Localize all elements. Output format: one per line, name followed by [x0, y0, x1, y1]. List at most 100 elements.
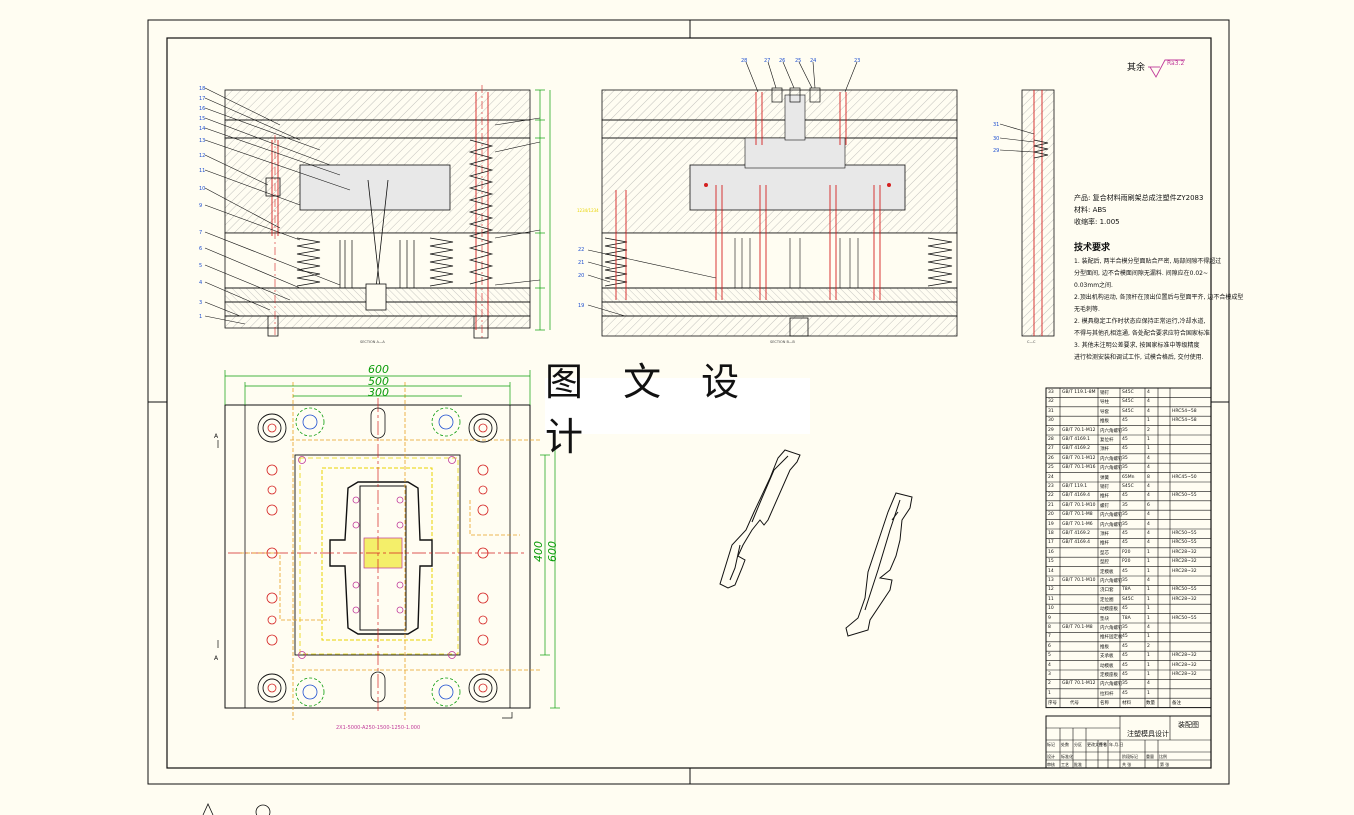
bom-header-cell: 备注	[1172, 701, 1181, 707]
bom-cell-qty: 1	[1147, 596, 1150, 602]
bom-cell-name: 定位圈	[1100, 597, 1114, 603]
title-block-label: 年.月.日	[1109, 742, 1124, 747]
bom-cell-name: 浇口套	[1100, 588, 1114, 594]
bom-cell-code: GB/T 70.1-M10	[1062, 502, 1096, 508]
bom-cell-no: 14	[1048, 568, 1054, 574]
bom-cell-qty: 1	[1147, 662, 1150, 668]
bom-cell-name: 导套	[1100, 409, 1109, 415]
bom-cell-code: GB/T 119.1-8M	[1062, 390, 1096, 395]
bom-header-cell: 数量	[1146, 701, 1155, 707]
bom-cell-no: 25	[1048, 465, 1054, 471]
bom-cell-qty: 4	[1147, 465, 1150, 471]
svg-text:21: 21	[578, 260, 584, 266]
bom-cell-name: 顶杆	[1100, 447, 1109, 453]
bom-cell-name: 导柱	[1100, 400, 1109, 406]
bom-cell-no: 10	[1048, 606, 1054, 612]
title-block-label: 阶段标记	[1122, 754, 1138, 759]
bom-cell-code: GB/T 70.1-M8	[1062, 625, 1093, 630]
bom-cell-name: 定模板	[1100, 569, 1114, 575]
bom-cell-qty: 6	[1147, 502, 1150, 508]
tech-note: 无毛刺等.	[1074, 306, 1100, 313]
bom-cell-material: 65Mn	[1122, 474, 1135, 480]
bom-cell-qty: 1	[1147, 549, 1150, 555]
bom-cell-code: GB/T 4169.4	[1062, 493, 1091, 499]
material-line: 材料: ABS	[1074, 206, 1107, 214]
bom-cell-material: 35	[1122, 455, 1128, 461]
svg-text:A: A	[214, 655, 219, 662]
bom-cell-no: 15	[1048, 559, 1054, 565]
bom-cell-qty: 4	[1147, 390, 1150, 395]
tech-note: 不得与其他孔相连通, 各处配合要求应符合国家标准.	[1074, 330, 1212, 337]
bom-cell-qty: 1	[1147, 672, 1150, 677]
bom-cell-material: 45	[1122, 437, 1128, 442]
bom-cell-material: S45C	[1122, 408, 1134, 414]
bom-cell-material: T8A	[1122, 587, 1131, 593]
tech-note: 进行检测安装和调试工作, 试模合格后, 交付使用.	[1074, 354, 1204, 361]
tech-note: 3. 其他未注明公差要求, 按国家标准中等级精度	[1074, 342, 1200, 349]
svg-text:20: 20	[578, 273, 584, 279]
bom-cell-material: S45C	[1122, 399, 1134, 405]
svg-text:SECTION B—B: SECTION B—B	[770, 340, 795, 344]
bom-cell-material: 45	[1122, 690, 1128, 696]
bom-cell-name: 支承板	[1100, 654, 1114, 660]
bom-cell-name: 推板	[1100, 644, 1109, 650]
dim-400: 400	[532, 541, 545, 562]
bom-cell-no: 18	[1048, 531, 1054, 536]
title-block-label: 更改文件号	[1087, 742, 1107, 747]
bom-cell-material: 45	[1122, 653, 1128, 659]
svg-text:4: 4	[199, 280, 202, 286]
bom-cell-name: 内六角螺钉	[1100, 522, 1123, 528]
bom-cell-name: 动模座板	[1100, 607, 1118, 613]
bom-cell-no: 12	[1048, 587, 1054, 593]
title-block-label: 标准化	[1061, 754, 1073, 759]
bom-cell-name: 推板	[1100, 419, 1109, 425]
bom-cell-remark: HRC28~32	[1172, 559, 1197, 565]
bom-cell-qty: 4	[1147, 531, 1150, 536]
svg-text:11: 11	[199, 168, 205, 174]
bom-cell-no: 21	[1048, 502, 1054, 508]
title-block-label: 共 张	[1122, 762, 1132, 767]
dim-300: 300	[368, 386, 389, 399]
bom-cell-name: 销钉	[1100, 485, 1109, 490]
title-block-label: 第 张	[1160, 762, 1170, 767]
dim-600-vertical: 600	[546, 541, 559, 562]
bom-cell-code: GB/T 70.1-M12	[1062, 681, 1096, 687]
bom-cell-remark: HRC28~32	[1172, 596, 1197, 602]
bom-cell-qty: 4	[1147, 540, 1150, 546]
part-view-1	[719, 449, 801, 589]
bom-cell-no: 24	[1048, 474, 1054, 480]
roughness-symbol	[1148, 59, 1185, 78]
bom-cell-qty: 1	[1147, 615, 1150, 621]
title-block-label: 分区	[1074, 742, 1082, 747]
bom-cell-name: 螺钉	[1100, 503, 1109, 509]
bom-cell-name: 内六角螺钉	[1100, 428, 1123, 434]
bom-cell-qty: 4	[1147, 399, 1150, 405]
bom-cell-qty: 1	[1147, 446, 1150, 452]
tech-note: 2.顶出机构运动, 各顶杆在顶出位置后与型面平齐, 边不合模成型	[1074, 294, 1244, 301]
bom-cell-name: 型芯	[1100, 550, 1109, 556]
bom-cell-remark: HRC50~55	[1172, 493, 1197, 499]
bom-cell-name: 推杆	[1100, 494, 1109, 500]
bom-cell-no: 30	[1048, 418, 1054, 424]
bom-cell-qty: 4	[1147, 578, 1150, 583]
bom-cell-no: 1	[1048, 690, 1051, 696]
svg-text:12: 12	[199, 153, 205, 159]
svg-text:3: 3	[199, 300, 202, 306]
bom-cell-qty: 2	[1147, 427, 1150, 433]
bom-cell-material: S45C	[1122, 596, 1134, 602]
watermark-label: 图 文 设 计	[545, 360, 810, 459]
bom-cell-qty: 1	[1147, 418, 1150, 424]
bom-cell-remark: HRC28~32	[1172, 662, 1197, 668]
bom-cell-material: 45	[1122, 446, 1128, 452]
title-block-label: 批准	[1074, 762, 1082, 767]
svg-text:1234/1234: 1234/1234	[577, 208, 599, 213]
svg-text:A: A	[214, 433, 219, 440]
bom-cell-qty: 4	[1147, 455, 1150, 461]
bom-cell-no: 9	[1048, 615, 1051, 621]
bom-cell-name: 垫块	[1100, 616, 1109, 622]
title-block-label: 审核	[1047, 762, 1055, 767]
bom-cell-code: GB/T 119.1	[1062, 484, 1088, 489]
dim-600: 600	[368, 363, 389, 376]
